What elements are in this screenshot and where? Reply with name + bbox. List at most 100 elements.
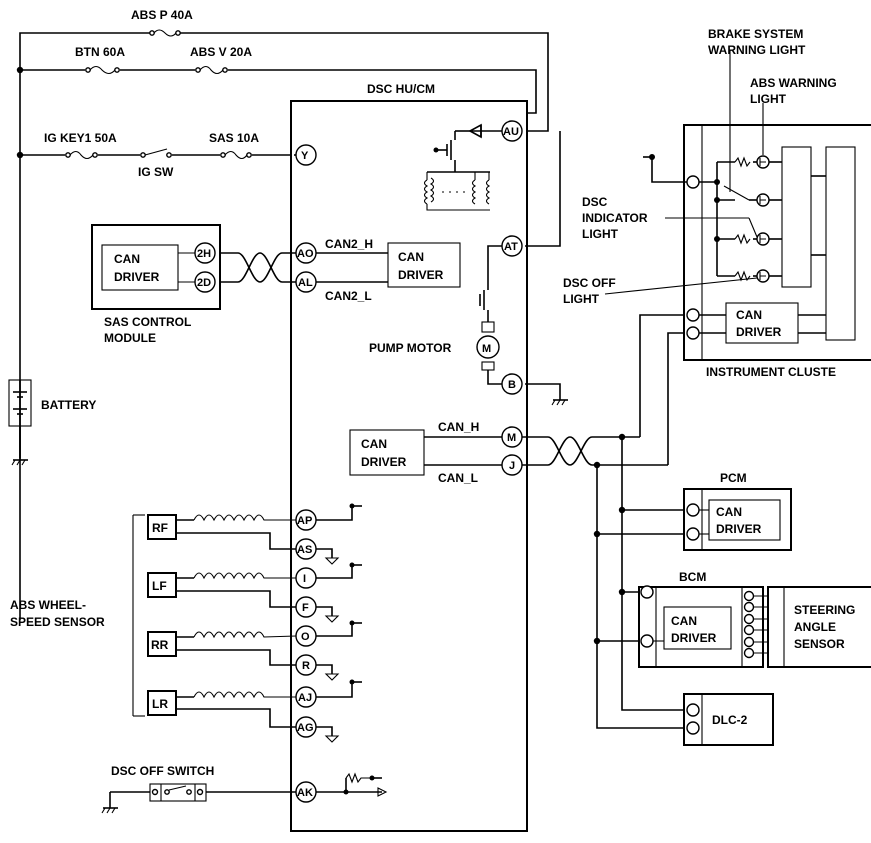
cluster-gauge-block (781, 146, 812, 288)
abs-warning-label-1: ABS WARNING (750, 76, 837, 90)
wheel-sensor-internal-circuits (316, 503, 362, 743)
bcm-can-driver-line2: DRIVER (671, 631, 717, 645)
pin-y: Y (301, 150, 309, 162)
pin-j: J (509, 460, 515, 472)
sas-module-label-2: MODULE (104, 331, 156, 345)
fuse-sas (220, 150, 252, 160)
instrument-cluster (683, 124, 871, 361)
battery-label: BATTERY (41, 398, 96, 412)
cluster-can-driver-line1: CAN (736, 308, 762, 322)
steering-angle-sensor (767, 586, 871, 668)
pin-as: AS (297, 544, 312, 556)
pin-ap: AP (297, 515, 312, 527)
dsc-off-switch (101, 772, 388, 814)
pin-o: O (301, 631, 310, 643)
dsc-can-driver-line2: DRIVER (361, 455, 407, 469)
wheel-sensor-lf-label: LF (152, 579, 167, 593)
dsc-can2-driver-line1: CAN (398, 250, 424, 264)
fuse-abs-v (195, 65, 228, 75)
pcm-label: PCM (720, 471, 747, 485)
pcm-can-driver-line2: DRIVER (716, 522, 762, 536)
wheel-sensor-rr-label: RR (151, 638, 169, 652)
steering-label-2: ANGLE (794, 620, 836, 634)
dsc-indicator-label-1: DSC (582, 195, 608, 209)
dsc-indicator-label-2: INDICATOR (582, 211, 648, 225)
cluster-gauge-block (825, 146, 856, 341)
pin-aj: AJ (298, 692, 312, 704)
pump-motor-symbol: M (482, 343, 491, 355)
pin-au: AU (503, 126, 519, 138)
wheel-sensor-lf (147, 572, 296, 608)
pump-motor-label: PUMP MOTOR (369, 341, 452, 355)
ig-switch-label: IG SW (138, 165, 174, 179)
instrument-cluster-label: INSTRUMENT CLUSTE (706, 365, 836, 379)
fuse-ig-key1 (65, 150, 98, 160)
dsc-can-driver-line1: CAN (361, 437, 387, 451)
pin-r: R (302, 660, 310, 672)
battery-icon (8, 379, 32, 458)
ground-icon (11, 459, 28, 466)
can-h-label: CAN_H (438, 420, 479, 434)
fuse-sas-label: SAS 10A (209, 131, 259, 145)
can2-h-label: CAN2_H (325, 237, 373, 251)
dsc-hu-cm-module (290, 100, 528, 832)
fuse-ig-key1-label: IG KEY1 50A (44, 131, 117, 145)
warning-light-circuit (699, 155, 782, 283)
wheel-sensor-lr (147, 690, 296, 728)
abs-wheel-label-2: SPEED SENSOR (10, 615, 105, 629)
ground-icon (551, 399, 568, 406)
pin-at: AT (504, 241, 518, 253)
wheel-sensor-rr (147, 631, 297, 666)
steering-label-1: STEERING (794, 603, 855, 617)
fuse-btn (85, 65, 120, 75)
bcm-can-driver-line1: CAN (671, 614, 697, 628)
dlc-2-label: DLC-2 (712, 713, 748, 727)
steering-label-3: SENSOR (794, 637, 845, 651)
pin-f: F (302, 602, 309, 614)
cluster-can-driver-line2: DRIVER (736, 325, 782, 339)
dsc-can2-driver-line2: DRIVER (398, 268, 444, 282)
pcm-module (683, 488, 792, 551)
pin-ao: AO (297, 248, 314, 260)
solenoid-valve-circuit (423, 123, 502, 211)
pin-b: B (508, 379, 516, 391)
wheel-sensor-rf-label: RF (152, 521, 168, 535)
abs-warning-label-2: LIGHT (750, 92, 787, 106)
dsc-off-switch-label: DSC OFF SWITCH (111, 764, 214, 778)
can-bus-wires (522, 314, 690, 729)
pin-i: I (303, 573, 306, 585)
dsc-off-light-label-1: DSC OFF (563, 276, 616, 290)
sas-pin-2h: 2H (197, 248, 211, 260)
dsc-hu-cm-label: DSC HU/CM (367, 82, 435, 96)
brake-warning-label-1: BRAKE SYSTEM (708, 27, 803, 41)
bcm-label: BCM (679, 570, 706, 584)
can2-twisted-pair (220, 252, 296, 283)
fuse-abs-v-label: ABS V 20A (190, 45, 252, 59)
dsc-off-light-label-2: LIGHT (563, 292, 600, 306)
fuse-btn-label: BTN 60A (75, 45, 125, 59)
pin-al: AL (298, 277, 313, 289)
pin-m: M (507, 432, 516, 444)
dsc-can2-driver (387, 242, 461, 288)
fuse-abs-p-label: ABS P 40A (131, 8, 193, 22)
fuse-abs-p (149, 29, 181, 37)
pcm-can-driver-line1: CAN (716, 505, 742, 519)
dsc-left-pins (295, 144, 317, 803)
sas-module-label-1: SAS CONTROL (104, 315, 191, 329)
wheel-sensor-rf (147, 514, 296, 550)
sas-can-driver-line1: CAN (114, 252, 140, 266)
can-l-label: CAN_L (438, 471, 478, 485)
ig-switch (140, 148, 172, 158)
sas-can-driver-line2: DRIVER (114, 270, 160, 284)
dsc-can-driver (349, 429, 425, 476)
wheel-sensor-lr-label: LR (152, 697, 168, 711)
pin-ak: AK (297, 787, 313, 799)
pin-ag: AG (297, 722, 314, 734)
abs-wheel-label-1: ABS WHEEL- (10, 598, 86, 612)
brake-warning-label-2: WARNING LIGHT (708, 43, 806, 57)
cluster-can-driver (725, 302, 799, 344)
sas-pin-2d: 2D (197, 277, 211, 289)
pump-motor-circuit (476, 131, 561, 400)
can2-l-label: CAN2_L (325, 289, 372, 303)
